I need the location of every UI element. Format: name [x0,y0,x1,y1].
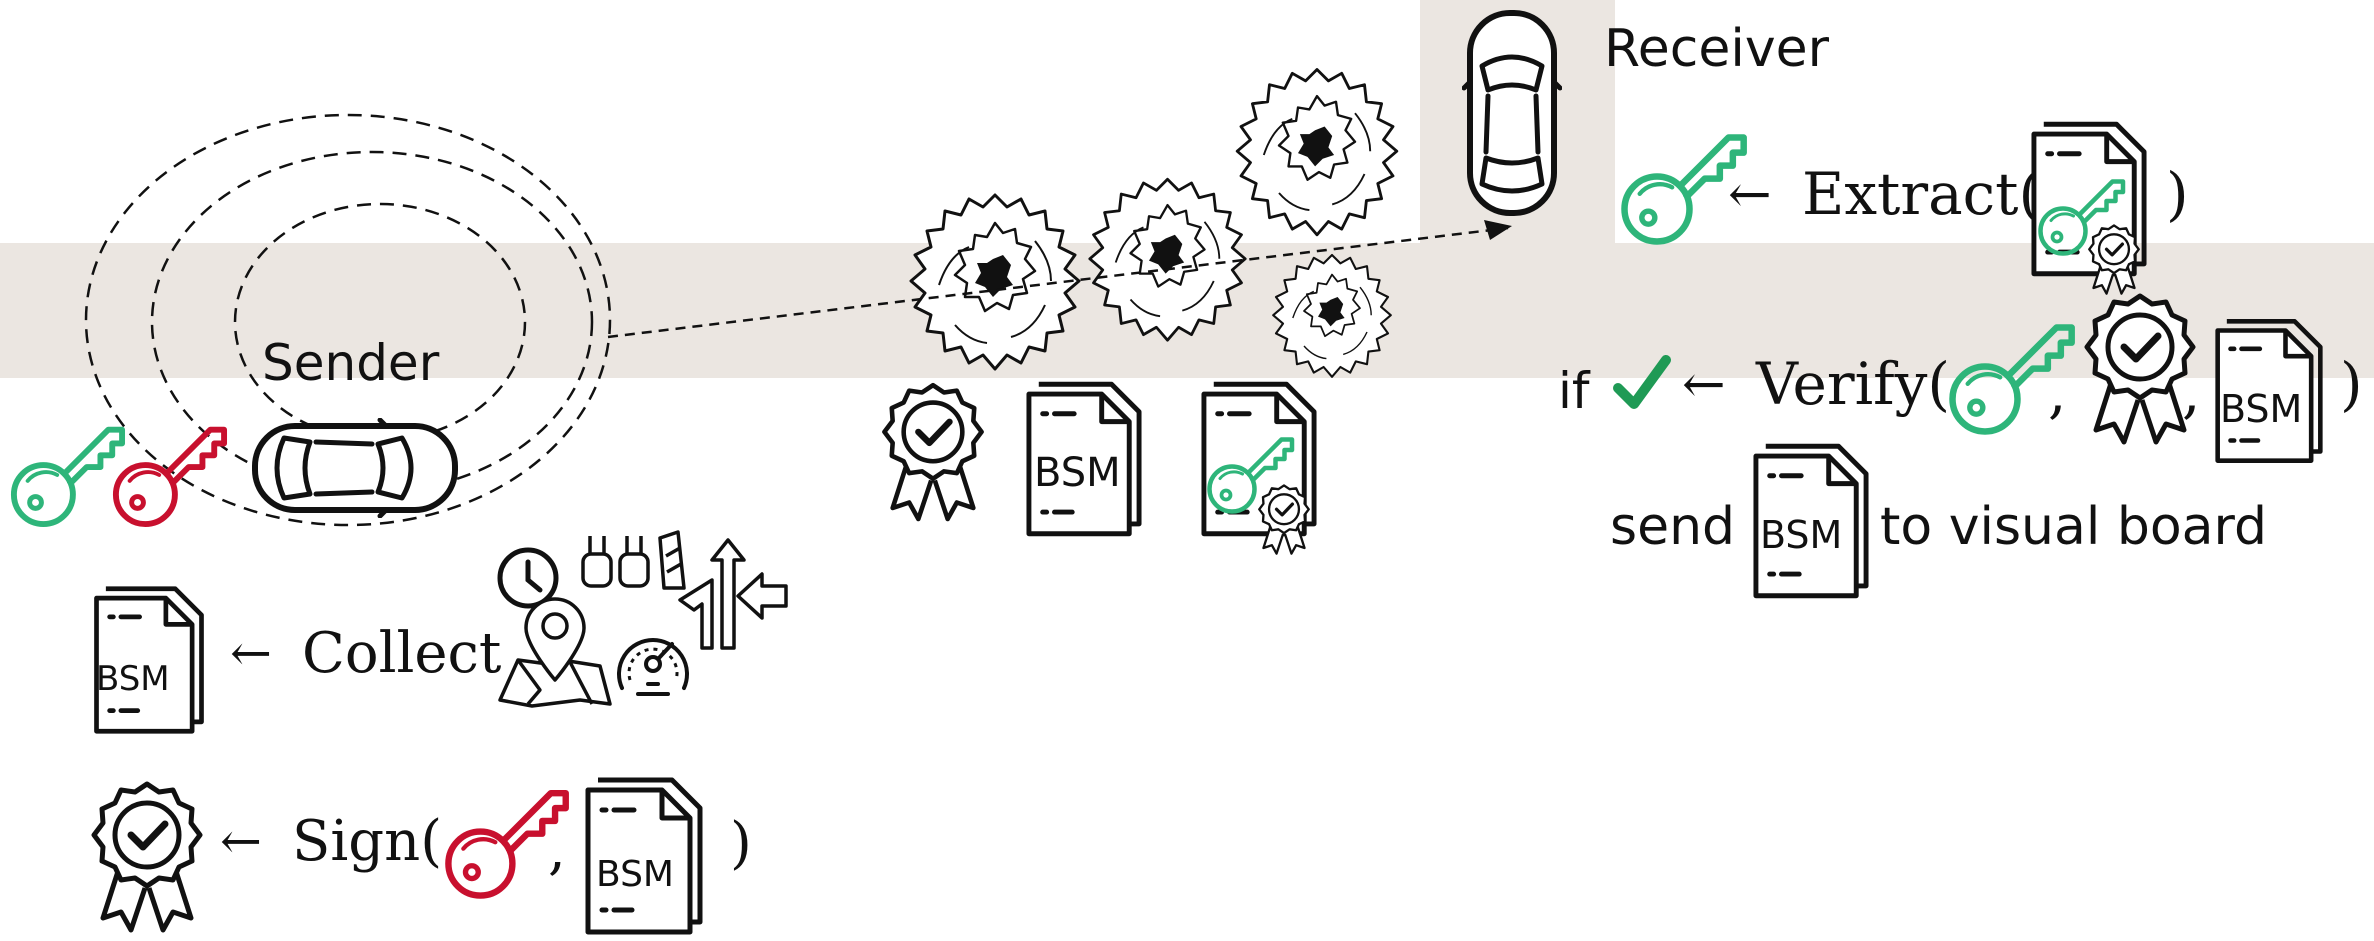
verify-comma: , [2048,358,2066,426]
verify-comma: , [2182,358,2200,426]
verify-arrow: ← [1682,355,1726,415]
route-arrows-icon [678,538,788,650]
transmission-arrow-icon [1484,220,1512,240]
signed-document-icon [1204,384,1314,556]
sign-label: Sign( [292,809,442,874]
collect-label: Collect [302,621,502,686]
map-pin-icon [498,597,612,708]
send-label: send [1610,497,1735,557]
car-icon [1464,13,1560,213]
speedometer-icon [617,638,689,696]
verify-close-paren: ) [2340,350,2363,418]
receiver-panel [1615,0,2374,243]
sign-comma: , [548,817,566,882]
private-key-icon [116,430,224,524]
bsm-label: BSM [596,854,674,895]
extract-arrow: ← [1728,165,1772,225]
bsm-label: BSM [1034,450,1121,496]
clock-icon [497,547,559,609]
extract-label: Extract( [1802,160,2041,228]
if-label: if [1558,362,1591,420]
sign-close-paren: ) [730,811,752,876]
extract-close-paren: ) [2166,160,2189,228]
certificate-badge-icon [94,784,200,930]
verify-label: Verify( [1755,350,1950,418]
visual-board-label: to visual board [1880,497,2267,557]
collect-arrow: ← [230,624,272,682]
receiver-label: Receiver [1604,19,1830,79]
sender-label: Sender [262,334,440,392]
certificate-badge-icon [884,385,981,519]
certificate-badge-icon [2087,296,2193,442]
sign-arrow: ← [220,812,262,870]
bsm-label: BSM [1760,513,1842,557]
transmission-line [607,226,1509,339]
bsm-label: BSM [2220,387,2302,431]
bsm-label: BSM [96,659,170,699]
pedals-icon [581,530,686,590]
public-key-icon [14,430,122,524]
car-icon [255,420,455,516]
checkmark-icon [1613,355,1671,409]
